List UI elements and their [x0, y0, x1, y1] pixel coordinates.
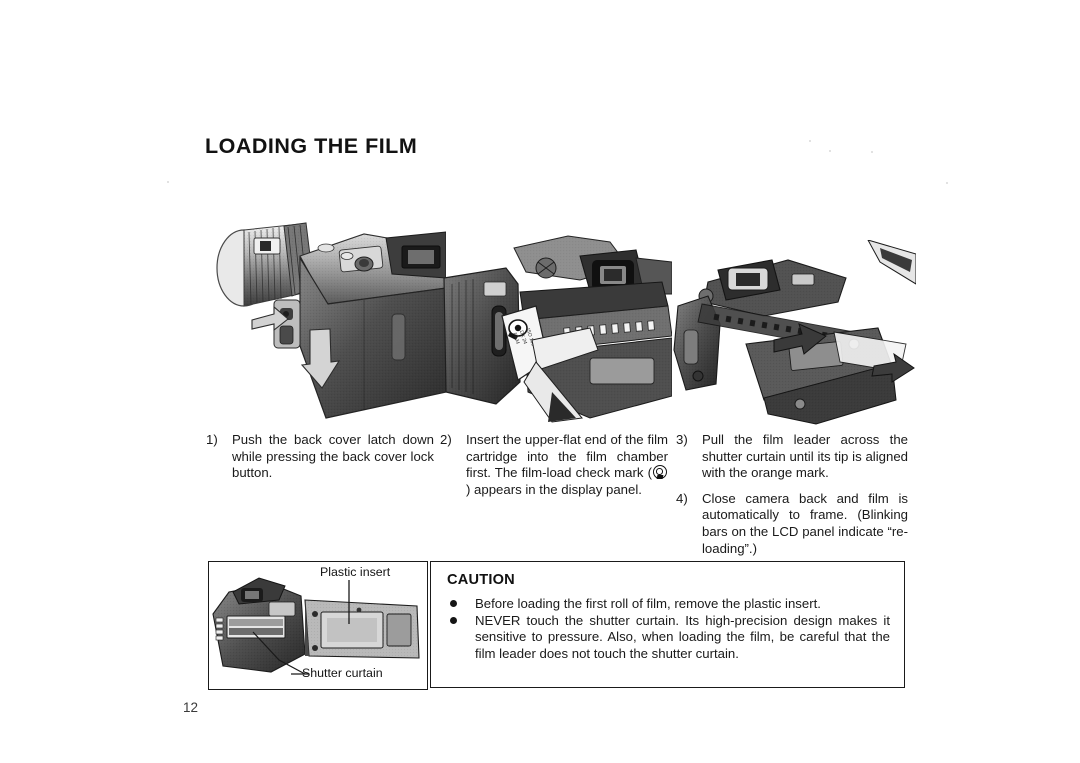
camera-film-leader-across-shutter-illustration — [668, 240, 916, 426]
page-number: 12 — [183, 700, 199, 715]
caution-item-1-text: Before loading the first roll of film, r… — [475, 596, 821, 611]
step-3-number: 3) — [676, 432, 688, 447]
scan-speckle — [871, 151, 873, 153]
step-4-number: 4) — [676, 490, 688, 506]
step-2-text-after-mark: ) appears in the display panel. — [466, 481, 642, 497]
step-3-text: Pull the film leader across the shutter … — [702, 432, 908, 481]
step-2-number: 2) — [440, 432, 452, 447]
scan-speckle — [809, 140, 811, 142]
bullet-icon — [450, 616, 457, 624]
step-column-3: 3) Pull the film leader across the shutt… — [676, 432, 908, 566]
shutter-curtain-leader-line — [252, 631, 306, 675]
step-1: 1) Push the back cover latch down while … — [206, 432, 434, 482]
bullet-icon — [450, 600, 457, 607]
caution-item-1: Before loading the first roll of film, r… — [447, 596, 890, 613]
scan-speckle — [829, 150, 831, 152]
step-1-number: 1) — [206, 432, 218, 447]
step-column-1: 1) Push the back cover latch down while … — [206, 432, 434, 491]
step-4-text: Close camera back and film is automatica… — [702, 490, 908, 556]
step-3: 3) Pull the film leader across the shutt… — [676, 432, 908, 482]
step-2: 2) Insert the upper-flat end of the film… — [440, 432, 668, 498]
page-title: LOADING THE FILM — [205, 134, 418, 158]
camera-back-latch-illustration — [196, 196, 446, 428]
step-column-2: 2) Insert the upper-flat end of the film… — [440, 432, 668, 507]
scan-speckle — [946, 182, 948, 184]
step-2-text-before-mark: Insert the upper-flat end of the film ca… — [466, 432, 668, 481]
scan-speckle — [167, 181, 169, 183]
caution-item-2-text: NEVER touch the shutter curtain. Its hig… — [475, 612, 890, 661]
caution-box: CAUTION Before loading the first roll of… — [430, 561, 905, 688]
caution-item-2: NEVER touch the shutter curtain. Its hig… — [447, 613, 890, 663]
camera-back-open-illustration — [212, 577, 420, 675]
inset-illustration-box: Plastic insert Shutter curtain — [208, 561, 428, 690]
step-1-text: Push the back cover latch down while pre… — [232, 432, 434, 481]
film-load-check-mark-icon — [653, 465, 667, 480]
step-2-text: Insert the upper-flat end of the film ca… — [466, 432, 668, 498]
svg-text:DX 24: DX 24 — [518, 330, 528, 345]
plastic-insert-label: Plastic insert — [320, 565, 391, 579]
svg-text:FILM: FILM — [511, 332, 520, 345]
shutter-curtain-label: Shutter curtain — [302, 666, 383, 680]
svg-text:ISO 100: ISO 100 — [525, 328, 536, 348]
step-4: 4) Close camera back and film is automat… — [676, 491, 908, 557]
caution-title: CAUTION — [447, 572, 515, 588]
camera-film-cartridge-insert-illustration: ISO 100 DX 24 FILM — [440, 232, 672, 428]
